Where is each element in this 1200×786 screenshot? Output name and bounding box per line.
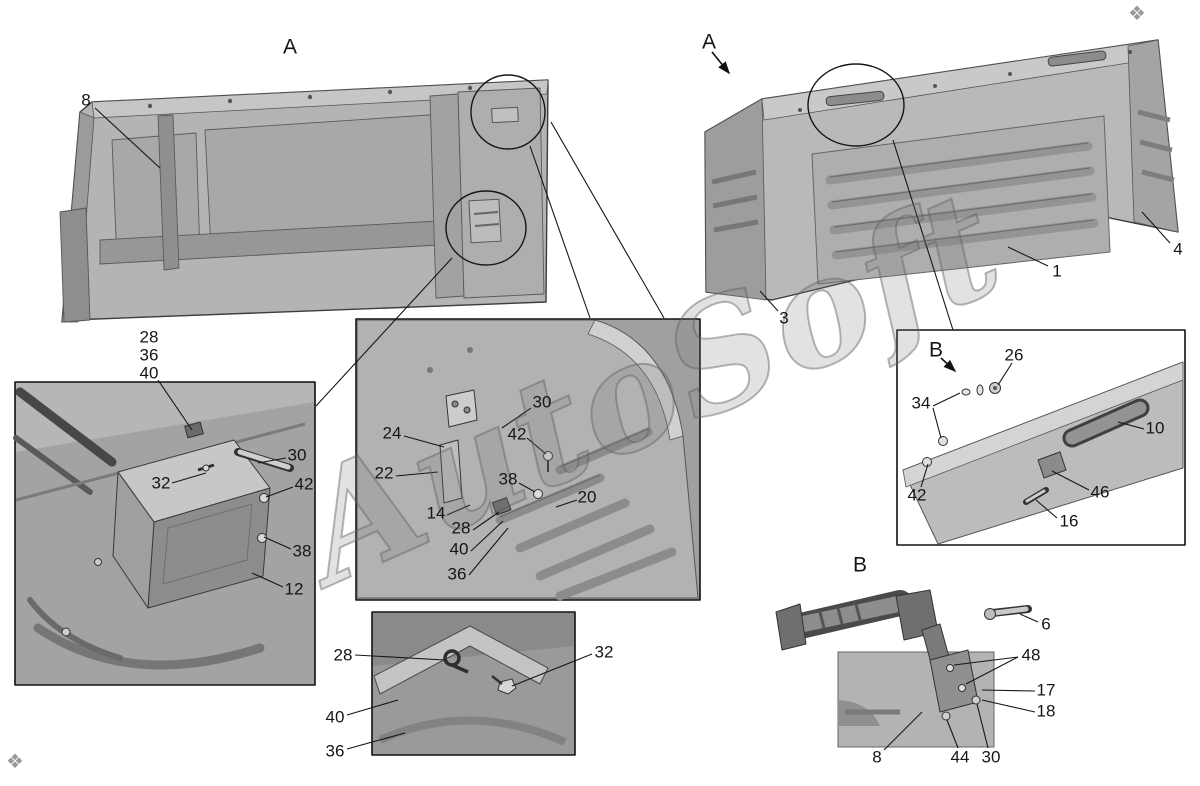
callout-20[interactable]: 20 xyxy=(577,487,597,507)
callout-leader-lines xyxy=(94,107,1171,751)
view-label-a-right: A xyxy=(701,30,717,54)
detail-box-viewB xyxy=(896,329,1186,546)
callout-28-stack[interactable]: 28 xyxy=(139,327,159,347)
callout-34[interactable]: 34 xyxy=(911,393,931,413)
callout-40-stack[interactable]: 40 xyxy=(139,363,159,383)
callout-28-center[interactable]: 28 xyxy=(451,518,471,538)
callout-4[interactable]: 4 xyxy=(1173,239,1183,259)
callout-38-center[interactable]: 38 xyxy=(498,469,518,489)
callout-8-panel[interactable]: 8 xyxy=(81,90,91,110)
callout-30-left[interactable]: 30 xyxy=(287,445,307,465)
callout-36-stack[interactable]: 36 xyxy=(139,345,159,365)
callout-12[interactable]: 12 xyxy=(284,579,304,599)
callout-1[interactable]: 1 xyxy=(1052,261,1062,281)
detail-box-left xyxy=(13,381,316,686)
callout-40-bottom[interactable]: 40 xyxy=(325,707,345,727)
view-label-b-arrow: B xyxy=(928,338,944,362)
callout-24[interactable]: 24 xyxy=(382,423,402,443)
callout-38-left[interactable]: 38 xyxy=(292,541,312,561)
callout-46[interactable]: 46 xyxy=(1090,482,1110,502)
callout-22[interactable]: 22 xyxy=(374,463,394,483)
callout-40-center[interactable]: 40 xyxy=(449,539,469,559)
view-b-arrow xyxy=(940,357,957,373)
detail-circle-handle xyxy=(807,63,905,147)
callout-44[interactable]: 44 xyxy=(950,747,970,767)
panel-inside-view xyxy=(59,74,549,323)
callout-6[interactable]: 6 xyxy=(1041,614,1051,634)
callout-36-bottom[interactable]: 36 xyxy=(325,741,345,761)
callout-48[interactable]: 48 xyxy=(1021,645,1041,665)
callout-42-left[interactable]: 42 xyxy=(294,474,314,494)
callout-36-center[interactable]: 36 xyxy=(447,564,467,584)
detail-circle-top xyxy=(470,74,546,150)
panel-outside-view xyxy=(704,39,1179,301)
callout-28-bottom[interactable]: 28 xyxy=(333,645,353,665)
callout-42-viewB[interactable]: 42 xyxy=(907,485,927,505)
callout-10[interactable]: 10 xyxy=(1145,418,1165,438)
detail-viewB-assembly xyxy=(775,589,1032,748)
callout-30-handle[interactable]: 30 xyxy=(981,747,1001,767)
callout-14[interactable]: 14 xyxy=(426,503,446,523)
callout-17[interactable]: 17 xyxy=(1036,680,1056,700)
callout-18[interactable]: 18 xyxy=(1036,701,1056,721)
callout-32-left[interactable]: 32 xyxy=(151,473,171,493)
view-label-a-left: A xyxy=(282,35,298,59)
callout-42-center[interactable]: 42 xyxy=(507,424,527,444)
callout-8-handle[interactable]: 8 xyxy=(872,747,882,767)
callout-26[interactable]: 26 xyxy=(1004,345,1024,365)
watermark-corner-icon: ❖ xyxy=(1128,3,1146,25)
view-label-b-view: B xyxy=(852,553,868,577)
callout-30-center[interactable]: 30 xyxy=(532,392,552,412)
view-a-arrow xyxy=(711,51,731,75)
watermark-corner-icon: ❖ xyxy=(6,751,24,773)
callout-16[interactable]: 16 xyxy=(1059,511,1079,531)
callout-32-bottom[interactable]: 32 xyxy=(594,642,614,662)
detail-box-bottom xyxy=(371,611,576,756)
detail-circle-mid xyxy=(445,190,527,266)
detail-box-center xyxy=(355,318,701,601)
callout-3[interactable]: 3 xyxy=(779,308,789,328)
detail-connector-lines xyxy=(157,121,954,431)
